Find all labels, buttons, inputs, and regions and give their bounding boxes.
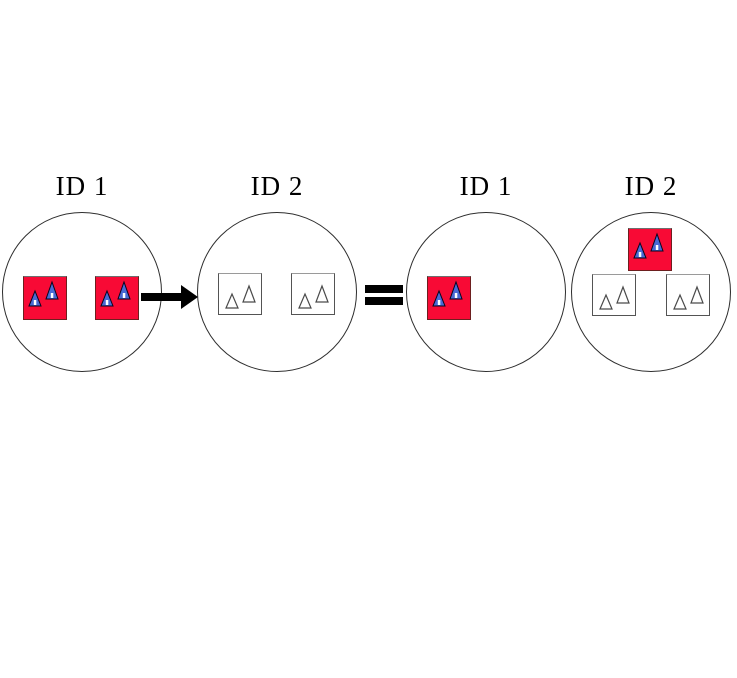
outline-triangle-pair-icon — [673, 285, 704, 310]
group4-red-square — [628, 228, 672, 271]
blue-triangle-pair-icon — [100, 280, 131, 307]
group-2-label: ID 2 — [250, 171, 304, 201]
group-1-circle — [2, 212, 162, 372]
group-1-label: ID 1 — [55, 171, 109, 201]
blue-triangle-pair-icon — [432, 280, 463, 307]
group4-white-square-a — [592, 274, 636, 316]
group-2-circle — [197, 212, 357, 372]
outline-triangle-pair-icon — [298, 284, 329, 309]
group-3-circle — [406, 212, 566, 372]
arrow-icon — [141, 285, 198, 309]
group4-white-square-b — [666, 274, 710, 316]
group1-red-square-b — [95, 276, 139, 320]
group-3-label: ID 1 — [459, 171, 513, 201]
blue-triangle-pair-icon — [633, 232, 664, 259]
group-4-circle — [571, 212, 731, 372]
group1-red-square-a — [23, 276, 67, 320]
outline-triangle-pair-icon — [225, 284, 256, 309]
blue-triangle-pair-icon — [28, 280, 59, 307]
group3-red-square — [427, 276, 471, 320]
group2-white-square-a — [218, 273, 262, 315]
group2-white-square-b — [291, 273, 335, 315]
group-4-label: ID 2 — [624, 171, 678, 201]
outline-triangle-pair-icon — [599, 285, 630, 310]
